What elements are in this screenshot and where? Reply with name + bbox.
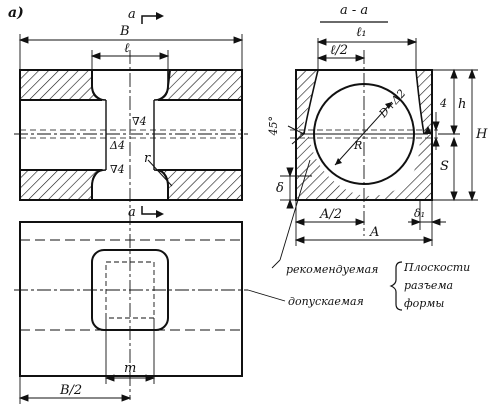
right-hatched-body bbox=[296, 70, 432, 200]
dim-H-label: H bbox=[476, 127, 488, 142]
dim-A-half-label: A/2 bbox=[320, 207, 343, 222]
dimension-B bbox=[18, 34, 244, 70]
cavity-outline bbox=[91, 249, 169, 331]
dim-B-half-label: B/2 bbox=[60, 383, 83, 398]
dim-S-label: S bbox=[440, 159, 449, 174]
legend-recommended: рекомендуемая bbox=[286, 263, 379, 276]
top-hatched-band bbox=[19, 69, 103, 101]
dim-l1-label: ℓ₁ bbox=[356, 25, 367, 40]
top-hatched-band-right bbox=[157, 69, 243, 101]
bottom-hatched-band bbox=[19, 169, 103, 201]
right-section-view bbox=[271, 21, 438, 269]
dim-m-label: m bbox=[124, 361, 137, 376]
dim-delta-label: δ bbox=[276, 181, 284, 196]
angle-label: 45° bbox=[267, 116, 280, 136]
dimension-m bbox=[104, 318, 156, 384]
left-plan-view bbox=[14, 221, 286, 377]
section-title: а - а bbox=[340, 3, 369, 18]
section-mark-top: а bbox=[128, 7, 136, 22]
figure-label: а) bbox=[8, 5, 24, 21]
legend-parting-1: Плоскости bbox=[404, 261, 471, 274]
legend-allowed: допускаемая bbox=[288, 295, 364, 308]
bottom-hatched-band-right bbox=[157, 169, 243, 201]
roughness-mid: Δ4 bbox=[110, 139, 125, 152]
dimension-B-half bbox=[18, 376, 132, 404]
left-section-view bbox=[14, 12, 248, 400]
legend-parting-2: разъема bbox=[404, 279, 454, 292]
dim-R-label: R bbox=[354, 139, 363, 152]
radius-label: r bbox=[144, 151, 151, 166]
right-dimensions bbox=[280, 38, 478, 311]
section-mark-bottom: а bbox=[128, 205, 136, 220]
roughness-top: ∇4 bbox=[132, 115, 147, 128]
dimension-l bbox=[90, 50, 170, 70]
dim-4-label: 4 bbox=[440, 97, 447, 110]
dim-B-label: B bbox=[120, 24, 130, 39]
dim-l-label: ℓ bbox=[124, 41, 130, 56]
legend-parting-3: формы bbox=[404, 297, 445, 310]
dim-l-half-label: ℓ/2 bbox=[330, 43, 349, 58]
dim-A-label: A bbox=[370, 225, 380, 240]
dim-delta1-label: δ₁ bbox=[414, 207, 426, 220]
dim-h-label: h bbox=[458, 97, 467, 112]
roughness-bottom: ∇4 bbox=[110, 163, 125, 176]
